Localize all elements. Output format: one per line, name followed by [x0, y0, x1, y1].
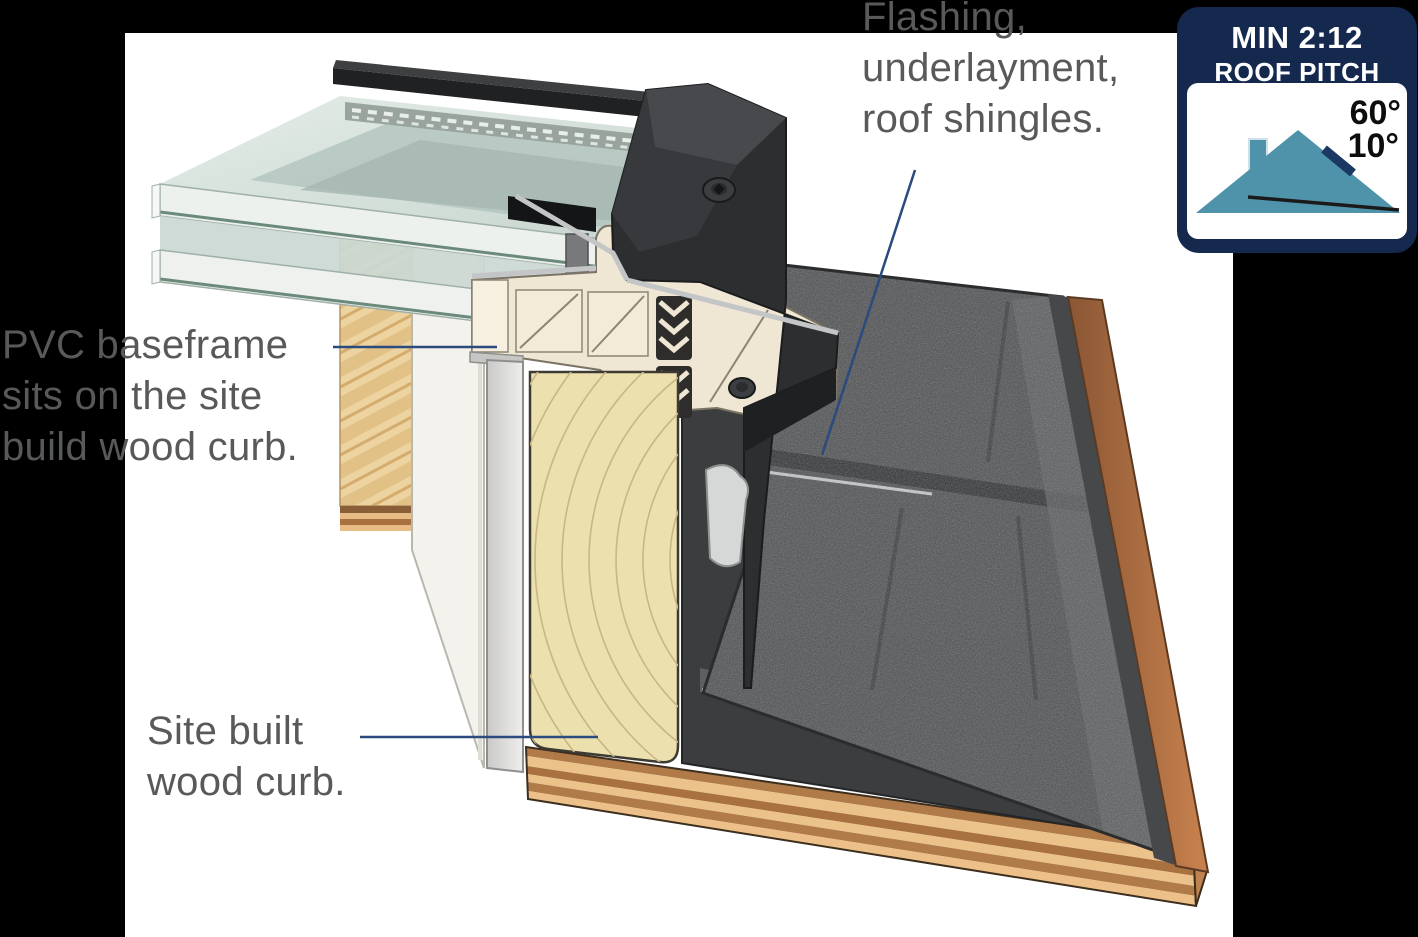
leader-lines [333, 169, 917, 739]
flashing-label-line: roof shingles. [862, 97, 1105, 141]
screw-icon [728, 377, 756, 399]
badge-subtitle: ROOF PITCH [1214, 57, 1380, 87]
step-flashing [704, 464, 749, 568]
pvc-label-line: build wood curb. [2, 425, 299, 469]
black-cladding [514, 82, 840, 689]
flashing-label-line: Flashing, [862, 0, 1028, 39]
steep-pitch-marker [1321, 145, 1356, 177]
angle-min-value: 10° [1348, 127, 1399, 165]
leader-flashing [820, 169, 917, 456]
pvc-label-line: PVC baseframe [2, 323, 289, 367]
stud-plywood-foot [340, 506, 412, 531]
flashing-label-line: underlayment, [862, 46, 1120, 90]
site-curb-label-line: wood curb. [147, 760, 346, 804]
metal-flashing-strip [469, 351, 524, 774]
roof-silhouette-icon [1196, 130, 1400, 213]
plywood-rake-edge [1066, 295, 1210, 874]
flashing-label: Flashing, underlayment, roof shingles. [862, 0, 1119, 145]
low-pitch-line [1247, 195, 1400, 212]
house-pitch-icon: 60° 10° [1196, 94, 1401, 213]
site-curb-label-line: Site built [147, 709, 304, 753]
pvc-label-line: sits on the site [2, 374, 263, 418]
pvc-baseframe-label: PVC baseframe sits on the site build woo… [2, 320, 298, 473]
glazing-cap-bar [333, 60, 712, 124]
growth-rings [530, 372, 678, 763]
underlayment-edge [1048, 294, 1178, 866]
badge-title: MIN 2:12 [1231, 20, 1363, 55]
screw-icon [702, 177, 736, 203]
badge-house-panel: 60° 10° [1187, 83, 1407, 239]
angle-steep-value: 60° [1350, 94, 1401, 132]
site-curb-label: Site built wood curb. [147, 706, 346, 808]
roof-pitch-badge: MIN 2:12 ROOF PITCH 60° 10° [1177, 7, 1417, 253]
plywood-deck [524, 745, 1209, 908]
